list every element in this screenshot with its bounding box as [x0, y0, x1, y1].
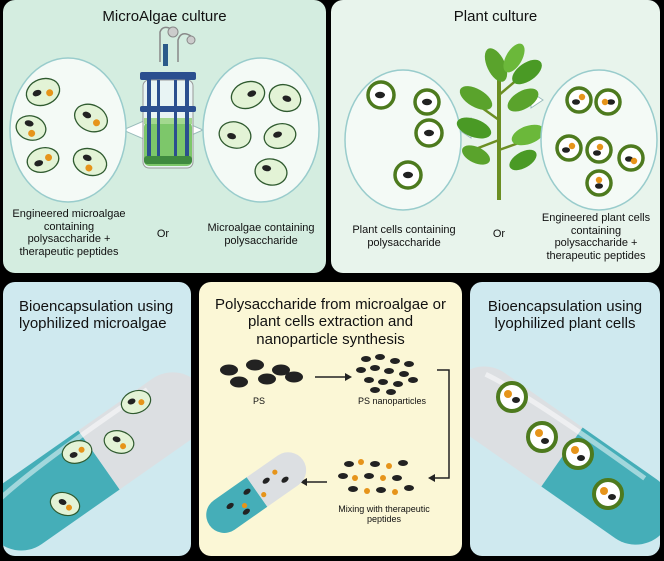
- capsule-microalgae-cells: [49, 389, 152, 517]
- microalgae-illustration: [9, 26, 320, 203]
- plant-cells: [366, 80, 444, 190]
- plant-cell-cluster: [344, 69, 462, 211]
- polysaccharide-synthesis-panel: Polysaccharide from microalgae or plant …: [199, 282, 462, 556]
- ps-nanoparticles-label: PS nanoparticles: [357, 396, 427, 406]
- ps-particles: [220, 359, 303, 388]
- ps-process-illustration: [206, 354, 450, 533]
- plant-panel-title: Plant culture: [453, 8, 538, 25]
- capsule-icon: [3, 372, 191, 551]
- bio-plant-title: Bioencapsulation using lyophilized plant…: [487, 298, 643, 333]
- arrow-down-left-icon: [435, 369, 450, 479]
- engineered-microalgae-label: Engineered microalgae containing polysac…: [12, 208, 126, 258]
- microalgae-capsule-illustration: [3, 372, 191, 551]
- microalgae-label: Microalgae containing polysaccharide: [207, 222, 315, 247]
- capsule-plant-cells: [496, 381, 624, 510]
- bioencapsulation-microalgae-panel: Bioencapsulation using lyophilized micro…: [3, 282, 191, 556]
- engineered-plant-cells: [555, 86, 645, 197]
- plant-or-label: Or: [492, 228, 506, 240]
- ps-panel-title: Polysaccharide from microalgae or plant …: [215, 296, 446, 348]
- bio-algae-title: Bioencapsulation using lyophilized micro…: [19, 298, 174, 333]
- microalgae-cells: [218, 80, 302, 186]
- plant-illustration: [344, 43, 658, 211]
- ps-label: PS: [252, 396, 265, 406]
- bioencapsulation-plant-panel: Bioencapsulation using lyophilized plant…: [470, 282, 660, 556]
- mixed-nanoparticles: [338, 459, 414, 495]
- mixing-label: Mixing with therapeutic peptides: [338, 504, 430, 525]
- bioreactor-icon: [140, 26, 196, 169]
- plant-cells-label: Plant cells containing polysaccharide: [352, 224, 456, 249]
- engineered-microalgae-cells: [15, 77, 109, 177]
- plant-icon: [456, 43, 545, 200]
- plant-capsule-illustration: [470, 366, 660, 545]
- microalgae-or-label: Or: [156, 228, 170, 240]
- plant-culture-panel: Plant culture: [331, 0, 660, 273]
- microalgae-culture-panel: MicroAlgae culture: [3, 0, 326, 273]
- microalgae-panel-title: MicroAlgae culture: [102, 8, 227, 25]
- small-capsule-icon: [206, 452, 307, 533]
- ps-nanoparticles: [356, 354, 418, 395]
- engineered-plant-cells-label: Engineered plant cells containing polysa…: [541, 212, 651, 262]
